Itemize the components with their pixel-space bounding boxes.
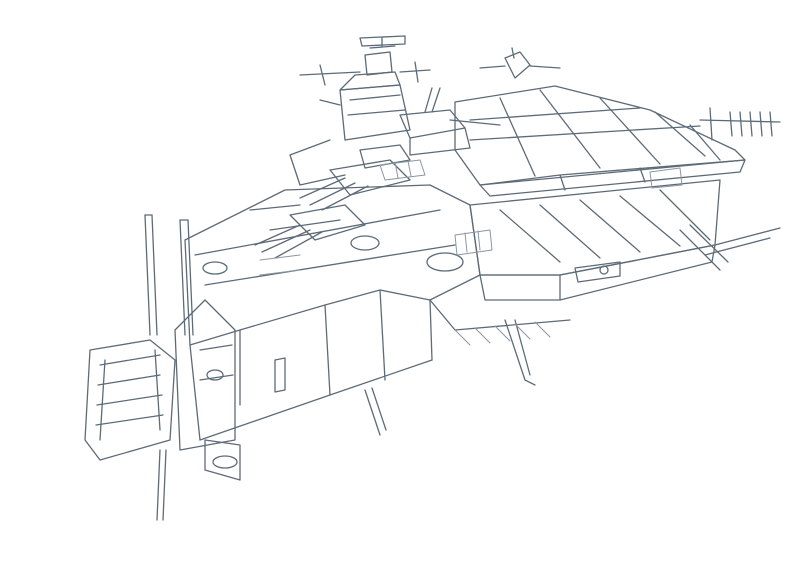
bow [84,299,286,481]
escort-fighter [479,47,561,79]
gun-turret-mid [299,144,411,211]
bow-prongs [144,214,194,521]
flight-deck [454,85,746,197]
landing-struts [364,224,729,436]
radar-antenna-right [689,107,781,161]
lower-deck [469,179,781,301]
hull-panel-details [259,159,683,346]
gun-turret-aft [399,87,501,156]
gun-turret-forward [254,204,366,259]
main-hull [184,184,571,441]
bridge-tower [289,35,431,186]
